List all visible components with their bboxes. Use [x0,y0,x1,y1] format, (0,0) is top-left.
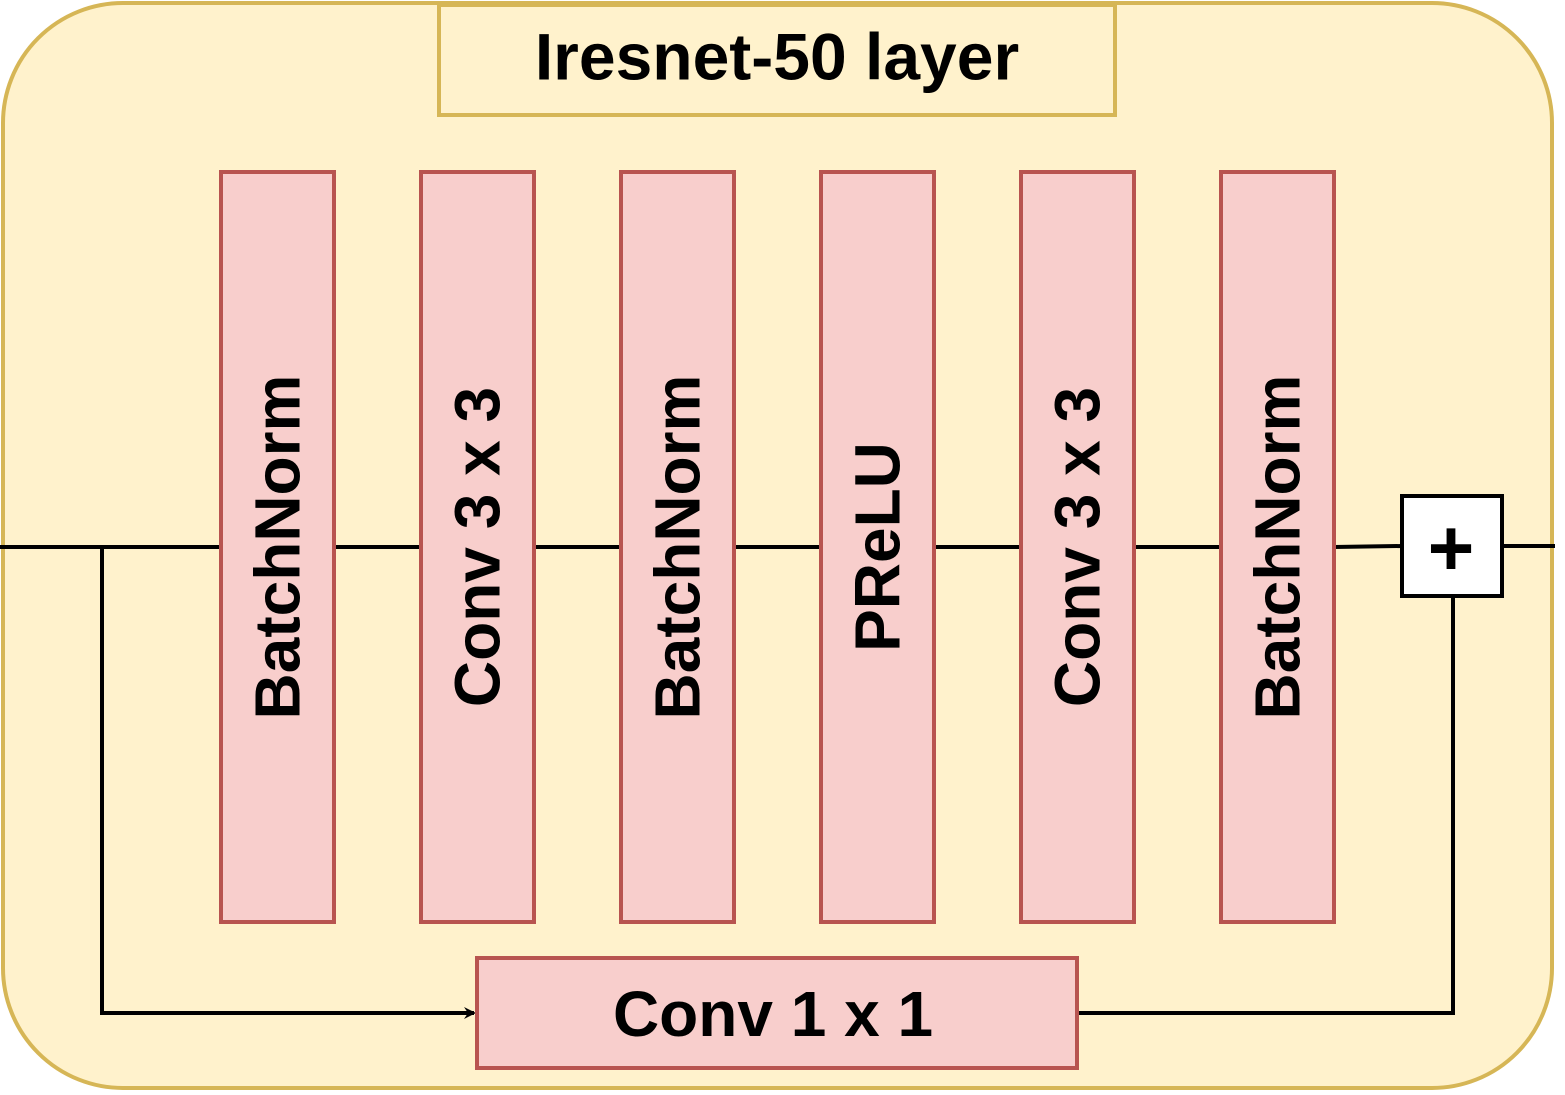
layer-label: BatchNorm [242,375,314,720]
layer-label: Conv 3 x 3 [1042,387,1114,707]
main-path [0,544,1555,549]
layer-block-prelu: PReLU [819,170,936,924]
shortcut-arrow [100,547,476,1019]
plus-icon: + [1428,504,1475,593]
title-box [437,3,1117,117]
layer-block-batchnorm-2: BatchNorm [619,170,736,924]
layer-label: Conv 3 x 3 [442,387,514,707]
layer-label: BatchNorm [1242,375,1314,720]
layer-label: BatchNorm [642,375,714,720]
diagram-title: Iresnet-50 layer [535,19,1019,93]
shortcut-conv1x1-block: Conv 1 x 1 [475,956,1079,1070]
layer-block-batchnorm-3: BatchNorm [1219,170,1336,924]
sum-node: + [1400,494,1504,598]
layer-block-conv3x3-1: Conv 3 x 3 [419,170,536,924]
layer-label: PReLU [842,442,914,652]
layer-block-conv3x3-2: Conv 3 x 3 [1019,170,1136,924]
shortcut-return-line [1078,596,1455,1015]
layer-block-batchnorm-1: BatchNorm [219,170,336,924]
shortcut-label: Conv 1 x 1 [613,978,933,1050]
